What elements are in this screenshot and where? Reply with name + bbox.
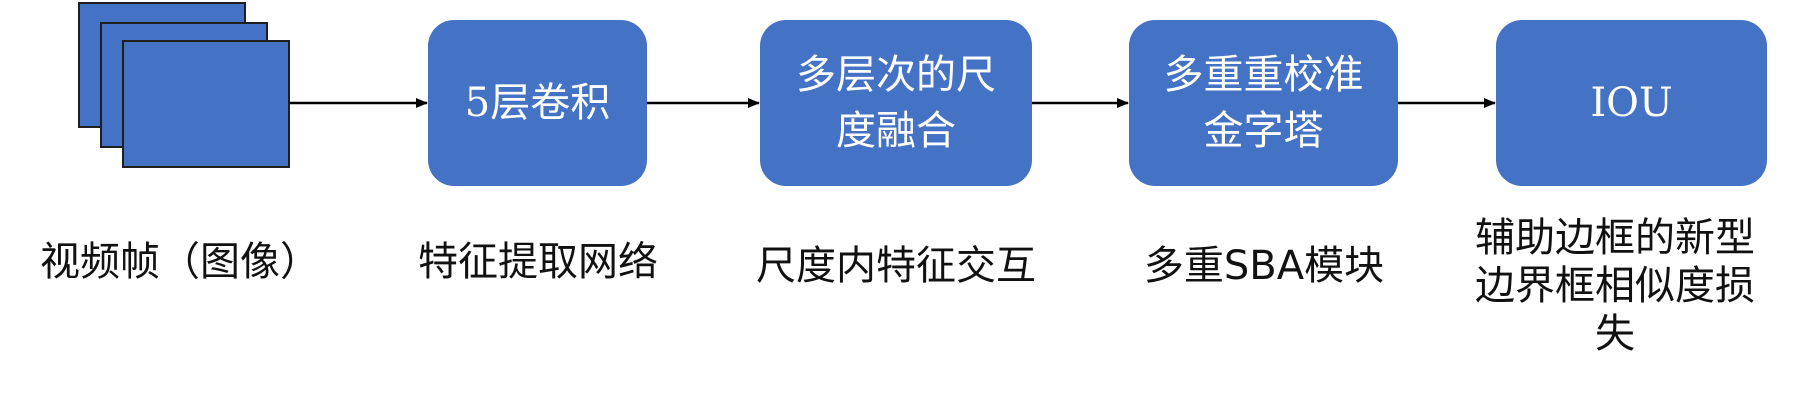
stage-box-1: 5层卷积 <box>428 20 647 186</box>
stage-box-1-text: 5层卷积 <box>464 80 611 126</box>
stage-box-3-text: 多重重校准 金字塔 <box>1163 52 1364 154</box>
stage-box-3: 多重重校准 金字塔 <box>1129 20 1398 186</box>
stage-box-4-text: IOU <box>1590 80 1673 126</box>
stage-3-caption: 多重SBA模块 <box>1143 243 1385 289</box>
stage-box-4: IOU <box>1496 20 1767 186</box>
stage-2-caption: 尺度内特征交互 <box>756 243 1036 289</box>
input-caption: 视频帧（图像） <box>40 239 320 285</box>
stage-box-2: 多层次的尺 度融合 <box>760 20 1032 186</box>
video-frame-front <box>122 40 290 168</box>
stage-4-caption: 辅助边框的新型 边界框相似度损 失 <box>1475 215 1755 357</box>
stage-1-caption: 特征提取网络 <box>418 239 658 285</box>
stage-box-2-text: 多层次的尺 度融合 <box>796 52 996 154</box>
